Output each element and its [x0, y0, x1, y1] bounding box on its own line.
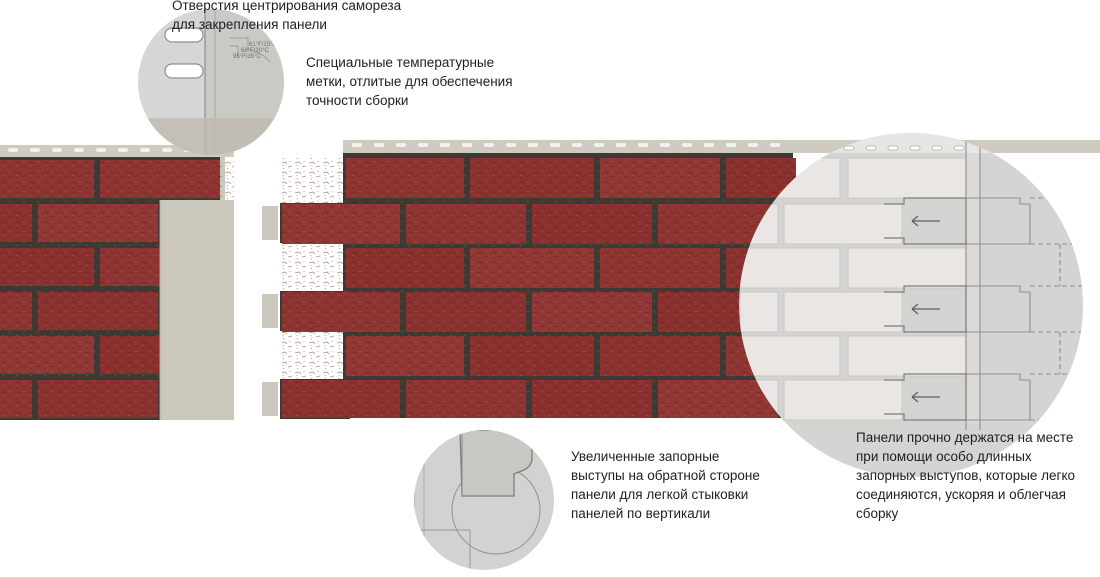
lock-tab-lens — [414, 430, 554, 570]
callout-lock-tabs: Увеличенные запорные выступы на обратной… — [571, 447, 760, 523]
lock-tab-markers — [884, 197, 967, 421]
callout-line: соединяются, ускоряя и облегчая — [856, 487, 1066, 502]
arrow-left-icon — [911, 215, 940, 403]
long-locks-lens — [739, 133, 1083, 477]
temp-mark-3: 95°F/35°C — [233, 54, 261, 60]
callout-long-locks: Панели прочно держатся на месте при помо… — [856, 428, 1075, 523]
callout-line: выступы на обратной стороне — [571, 468, 760, 483]
callout-line: Отверстия центрирования самореза — [172, 0, 402, 13]
callout-line: Специальные температурные — [306, 55, 495, 70]
callout-line: метки, отлитые для обеспечения — [306, 74, 513, 89]
callout-temperature-marks: Специальные температурные метки, отлитые… — [306, 53, 513, 110]
callout-centering-holes: Отверстия центрирования самореза для зак… — [172, 0, 401, 34]
callout-line: запорных выступов, которые легко — [856, 468, 1076, 483]
callout-line: Увеличенные запорные — [571, 449, 720, 464]
callout-line: при помощи особо длинных — [856, 449, 1032, 464]
callout-line: панели для легкой стыковки — [571, 487, 749, 502]
callout-line: точности сборки — [306, 93, 409, 108]
left-brick-panel — [0, 145, 234, 420]
callout-line: панелей по вертикали — [571, 506, 711, 521]
callout-line: сборку — [856, 506, 899, 521]
temp-mark-1: 61°F/15°C — [249, 42, 277, 48]
callout-line: для закрепления панели — [172, 17, 327, 32]
callout-line: Панели прочно держатся на месте — [856, 430, 1074, 445]
right-brick-panel — [262, 140, 1100, 419]
nail-slots-right — [352, 143, 780, 147]
temp-mark-2: 68°F/20°C — [241, 48, 269, 54]
